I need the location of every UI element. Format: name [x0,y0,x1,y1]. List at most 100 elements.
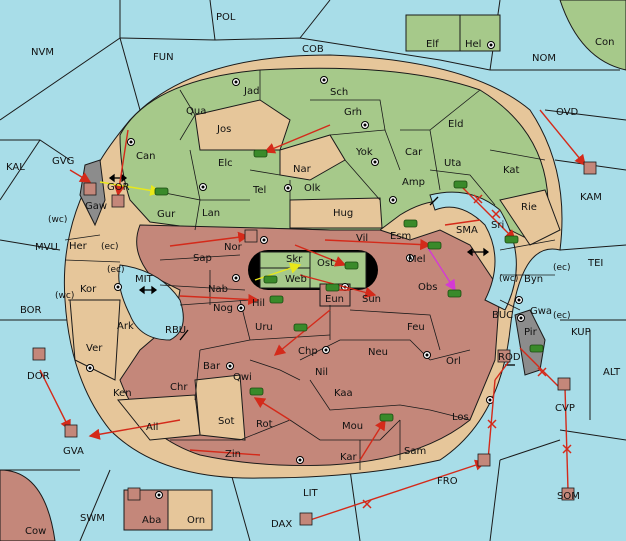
territory-label-sot: Sot [218,416,234,427]
sea-labels: POL NVM FUN COB NOM Con OVD KAL KAM GVG … [6,12,621,537]
territory-label-jad: Jad [243,86,259,97]
territory-label-nil: Nil [315,367,328,378]
channel-sma [429,191,517,311]
coast-labels: (wc) (ec) (ec) (wc) (wc) (ec) (ec) [48,215,571,321]
territory-label-uru: Uru [255,322,273,333]
coast-label-wc-kor: (wc) [55,291,74,301]
territory-label-hug: Hug [333,208,353,219]
army-icon [154,149,544,422]
territory-label-orn: Orn [187,515,205,526]
sea-label-kam: KAM [580,192,602,203]
territory-label-gwa: Gwa [530,306,552,317]
province-pir [514,309,546,376]
province-borders [64,70,556,470]
lake-mit-rbu [118,264,184,341]
sea-label-mit: MIT [135,274,154,285]
territory-label-rot: Rot [256,419,273,430]
sea-label-con: Con [595,37,614,48]
orders [39,109,586,521]
fleet-icon [32,161,597,526]
territory-label-kar: Kar [340,452,358,463]
territory-label-olk: Olk [304,183,321,194]
coast-label-ec-byn: (ec) [553,263,571,273]
territory-label-orl: Orl [446,356,461,367]
territory-labels: Elf Hel Jad Sch Qua Jos Grh Can Yok Eld … [69,39,552,526]
territory-label-nab: Nab [208,284,228,295]
territory-label-web: Web [285,274,307,285]
sea-label-sma: SMA [456,225,478,236]
sea-label-alt: ALT [603,367,621,378]
territory-label-sam: Sam [404,446,426,457]
territory-label-aba: Aba [142,515,161,526]
territory-label-jos: Jos [216,124,231,135]
territory-label-chp: Chp [298,346,318,357]
x-mark-icon [362,194,572,509]
sea-label-nom: NOM [532,53,556,64]
territory-label-grh: Grh [344,107,362,118]
territory-label-esm: Esm [390,231,411,242]
island-elf-hel [405,14,501,52]
sea-label-fro: FRO [437,476,458,487]
territory-label-eld: Eld [448,119,463,130]
sea-label-gvg: GVG [52,156,74,167]
territory-label-ost: Ost [317,258,334,269]
territory-label-ken: Ken [113,388,132,399]
sea-label-som: SOM [557,491,580,502]
sea-label-kal: KAL [6,162,25,173]
double-arrow-icon [108,173,515,366]
sea-label-cvp: CVP [555,403,575,414]
territory-label-gaw: Gaw [85,201,107,212]
sea-label-fun: FUN [153,52,174,63]
sea-label-dax: DAX [271,519,292,530]
territory-label-elf: Elf [426,39,439,50]
territory-label-eun: Eun [325,294,344,305]
territory-label-sri: Sri [491,220,504,231]
coast-label-ec-her: (ec) [101,242,119,252]
territory-label-yok: Yok [355,147,373,158]
territory-label-kaa: Kaa [334,388,353,399]
territory-label-ark: Ark [117,321,134,332]
sea-label-rbu: RBU [165,325,186,336]
coast-label-ec-gwa: (ec) [553,311,571,321]
territory-label-elc: Elc [218,158,233,169]
territory-label-chr: Chr [170,382,188,393]
territory-label-can: Can [136,151,155,162]
territory-label-byn: Byn [524,274,543,285]
sea-label-ovd: OVD [556,107,579,118]
coast-label-ec-kor: (ec) [107,265,125,275]
coast-label-wc-her: (wc) [48,215,67,225]
sea-label-tei: TEI [587,258,603,269]
coast-label-wc-byn: (wc) [499,274,518,284]
territory-label-uta: Uta [444,158,461,169]
territory-label-vil: Vil [356,233,368,244]
territory-label-sch: Sch [330,87,348,98]
sea-label-buc: BUC [492,310,513,321]
territory-label-sun: Sun [362,294,381,305]
sea-label-nvm: NVM [31,47,54,58]
territory-label-nor: Nor [224,242,243,253]
sea-label-gor: GOR [107,182,130,193]
territory-label-ail: Ail [146,422,158,433]
sea-label-swm: SWM [80,513,105,524]
sea-label-bor: BOR [20,305,42,316]
province-sot [194,374,246,441]
territory-label-ver: Ver [86,343,103,354]
sea-label-kup: KUP [571,327,591,338]
territory-label-amp: Amp [402,177,425,188]
territory-label-mou: Mou [342,421,363,432]
sea-label-cob: COB [302,44,324,55]
sea-label-gva: GVA [63,446,84,457]
territory-label-qua: Qua [186,106,206,117]
territory-label-bar: Bar [203,361,221,372]
territory-label-lan: Lan [202,208,220,219]
territory-label-skr: Skr [286,254,303,265]
territory-label-tel: Tel [252,185,266,196]
territory-label-qwi: Qwi [233,372,252,383]
province-jos [194,99,291,151]
territory-label-mel: Mel [408,254,426,265]
sea-label-lit: LIT [303,488,319,499]
territory-label-los: Los [452,412,469,423]
territory-label-obs: Obs [418,282,437,293]
